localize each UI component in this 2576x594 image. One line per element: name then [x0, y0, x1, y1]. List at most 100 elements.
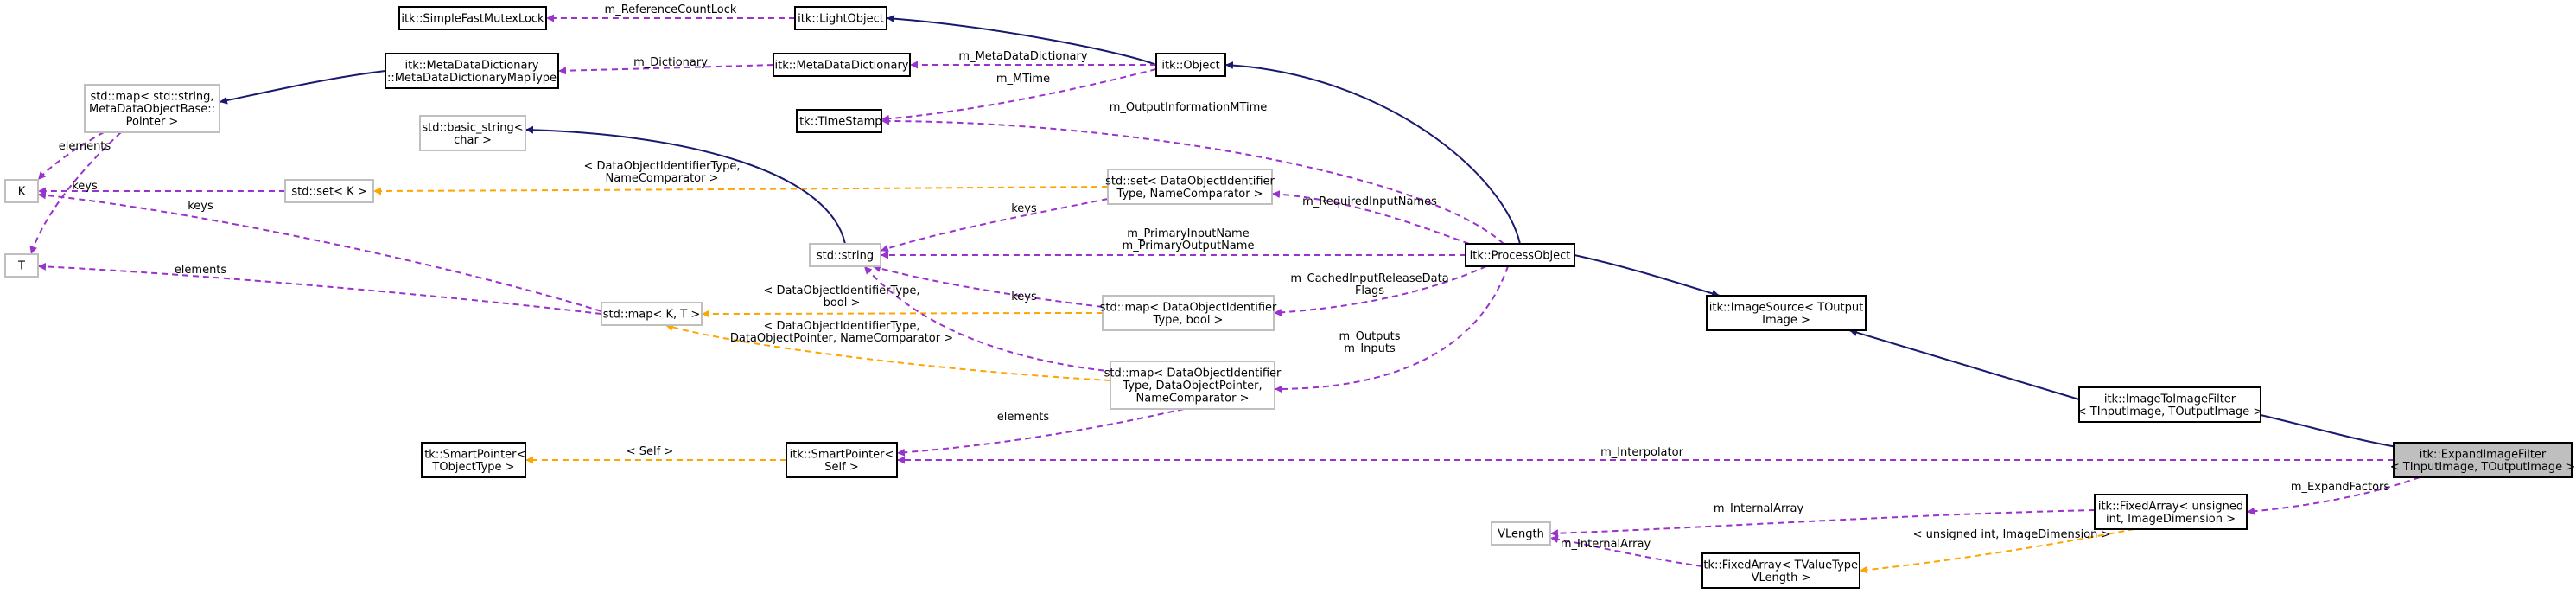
class-node-box — [1706, 295, 1867, 331]
class-node-box — [796, 109, 882, 133]
class-node-label: std::set< DataObjectIdentifier — [1105, 175, 1275, 188]
class-node-label: itk::MetaDataDictionary — [775, 60, 909, 73]
class-node-label: std::set< K > — [291, 186, 366, 199]
edge-label-expand-smartptr: m_Interpolator — [1600, 446, 1684, 459]
class-node-label: std::map< DataObjectIdentifier — [1100, 301, 1277, 314]
class-node-label: itk::ImageToImageFilter — [2104, 393, 2236, 406]
class-node-object[interactable]: itk::Object — [1155, 53, 1226, 77]
class-node-label: char > — [454, 134, 492, 147]
class-node-label: std::map< DataObjectIdentifier — [1104, 367, 1282, 380]
class-node-std-map-string-metadataobjectbase: std::map< std::string,MetaDataObjectBase… — [84, 84, 220, 133]
class-node-label: TObjectType > — [431, 461, 514, 474]
edge-label-processobject-setdoid: m_RequiredInputNames — [1302, 195, 1437, 208]
class-node-box — [2094, 494, 2248, 530]
edge-label-fixedarray-tvt-vlength: m_InternalArray — [1561, 538, 1651, 551]
class-node-metadatadictionary-maptype[interactable]: itk::MetaDataDictionary::MetaDataDiction… — [385, 53, 559, 89]
edge-setdoid-string — [880, 198, 1109, 252]
class-node-label: Image > — [1762, 314, 1810, 327]
class-node-box — [1701, 552, 1860, 589]
class-node-metadatadictionary[interactable]: itk::MetaDataDictionary — [773, 53, 911, 77]
class-node-timestamp[interactable]: itk::TimeStamp — [796, 109, 882, 133]
edge-label-mapptr-mapkt: < DataObjectIdentifierType, — [764, 320, 920, 333]
class-node-std-map-dataobjectidentifier-pointer: std::map< DataObjectIdentifierType, Data… — [1104, 361, 1282, 410]
edge-mapptr-string — [863, 265, 1116, 373]
edge-fixedarray-vlength — [1549, 509, 2096, 538]
class-node-label: itk::ExpandImageFilter — [2420, 448, 2547, 461]
class-node-T: T — [4, 253, 39, 278]
edge-label-object-timestamp: m_MTime — [996, 73, 1050, 86]
class-node-label: itk::FixedArray< TValueType, — [1701, 559, 1861, 572]
edge-label-setdoid-setk: NameComparator > — [606, 172, 719, 185]
edge-label-setdoid-setk: < DataObjectIdentifierType, — [584, 160, 741, 173]
edge-label-processobject-mapptr: m_Outputs — [1339, 330, 1400, 343]
class-node-vlength: VLength — [1491, 521, 1551, 546]
edge-processobject-mapptr — [1274, 265, 1509, 393]
class-node-imagetoimagefilter[interactable]: itk::ImageToImageFilter< TInputImage, TO… — [2077, 386, 2262, 423]
edge-label-map-T: elements — [59, 140, 111, 153]
edge-label-mapbool-mapkt: bool > — [824, 297, 861, 310]
class-node-box — [1110, 361, 1275, 410]
edge-label-processobject-mapbool: Flags — [1355, 284, 1384, 297]
class-node-box — [809, 243, 881, 267]
class-node-box — [1102, 295, 1275, 331]
edge-imagesource-imagetoimagefilter — [1848, 329, 2080, 400]
class-node-label: itk::SmartPointer< — [790, 448, 894, 461]
edge-label-setk-K: keys — [72, 180, 98, 193]
class-node-box — [786, 442, 898, 478]
edge-label-mapbool-string: keys — [1011, 291, 1037, 303]
class-node-label: VLength — [1498, 528, 1544, 541]
class-node-expandimagefilter[interactable]: itk::ExpandImageFilter< TInputImage, TOu… — [2390, 442, 2575, 478]
class-node-label: Self > — [824, 461, 858, 474]
class-node-imagesource[interactable]: itk::ImageSource< TOutputImage > — [1706, 295, 1867, 331]
class-node-label: std::string — [817, 250, 874, 263]
edge-fixedarray-tvt-vlength — [1549, 535, 1703, 567]
class-node-smartpointer-tobjecttype[interactable]: itk::SmartPointer<TObjectType > — [421, 442, 526, 478]
edge-basicstring-string — [525, 125, 846, 245]
edge-fixedarray-unsigned-tvt — [1859, 528, 2135, 574]
edge-map-T — [29, 131, 122, 255]
class-node-label: int, ImageDimension > — [2106, 513, 2236, 526]
class-node-label: < TInputImage, TOutputImage > — [2390, 461, 2575, 474]
edge-mapbool-mapkt — [701, 310, 1104, 318]
class-node-label: itk::ProcessObject — [1470, 250, 1571, 263]
edge-mapkt-K — [37, 191, 602, 312]
class-node-label: Type, bool > — [1153, 314, 1224, 327]
class-node-label: itk::SimpleFastMutexLock — [401, 13, 544, 26]
edge-label-processobject-mapptr: m_Inputs — [1344, 342, 1396, 355]
edge-processobject-setdoid — [1271, 190, 1470, 245]
class-node-lightobject[interactable]: itk::LightObject — [794, 6, 887, 30]
class-node-smartpointer-self[interactable]: itk::SmartPointer<Self > — [786, 442, 898, 478]
class-node-label: itk::Object — [1161, 60, 1219, 73]
edge-mapptr-smartptr — [896, 408, 1185, 457]
edge-label-mapkt-T: elements — [175, 264, 227, 277]
class-node-box — [601, 302, 703, 326]
edge-label-object-metadict: m_MetaDataDictionary — [958, 50, 1087, 63]
class-node-box — [4, 179, 39, 203]
edge-lightobject-object — [886, 15, 1157, 66]
class-node-box — [385, 53, 559, 89]
class-node-simplefastmutexlock[interactable]: itk::SimpleFastMutexLock — [398, 6, 547, 30]
edge-label-mapptr-mapkt: DataObjectPointer, NameComparator > — [730, 332, 953, 345]
class-node-box — [398, 6, 547, 30]
class-node-processobject[interactable]: itk::ProcessObject — [1465, 243, 1575, 267]
edge-label-metadict-maptype: m_Dictionary — [633, 56, 708, 69]
class-node-label: < TInputImage, TOutputImage > — [2077, 406, 2262, 418]
class-node-fixedarray-tvaluetype[interactable]: itk::FixedArray< TValueType,VLength > — [1701, 552, 1861, 589]
edge-label-setdoid-string: keys — [1011, 202, 1037, 215]
class-node-std-map-dataobjectidentifier-bool: std::map< DataObjectIdentifierType, bool… — [1100, 295, 1277, 331]
edge-label-expand-fixedarray: m_ExpandFactors — [2291, 481, 2390, 494]
class-node-box — [1465, 243, 1575, 267]
class-node-label: NameComparator > — [1136, 393, 1250, 406]
class-node-box — [284, 179, 374, 203]
class-node-box — [794, 6, 887, 30]
edge-label-mapkt-K: keys — [188, 200, 213, 213]
edge-object-timestamp — [881, 68, 1157, 123]
class-node-label: std::map< std::string, — [90, 91, 213, 104]
class-node-box — [4, 253, 39, 278]
edge-imagetoimagefilter-expand — [2260, 414, 2403, 451]
class-node-K: K — [4, 179, 39, 203]
edge-label-processobject-string: m_PrimaryOutputName — [1123, 240, 1255, 252]
edge-setdoid-setk — [372, 186, 1109, 195]
